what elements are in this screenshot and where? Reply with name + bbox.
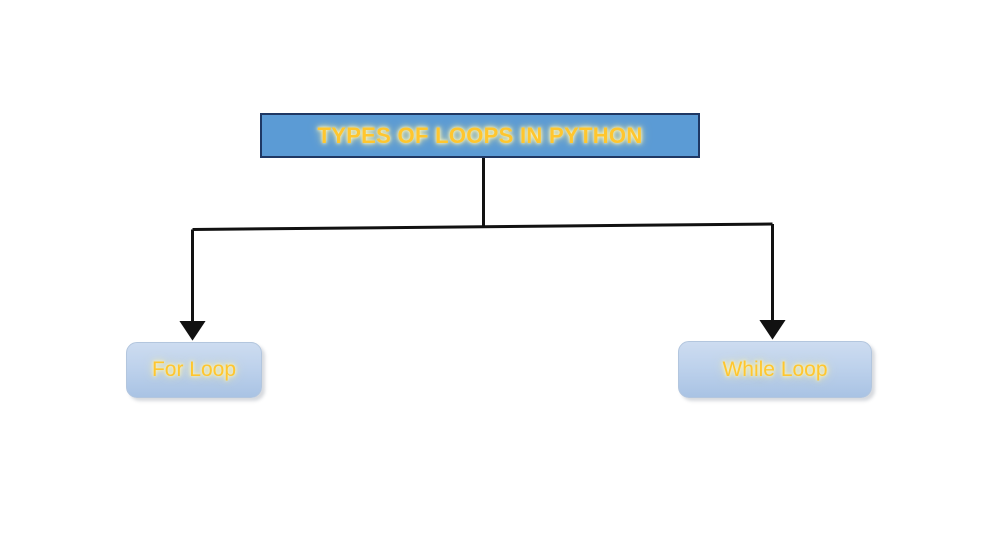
node-root-label: TYPES OF LOOPS IN PYTHON [317, 122, 643, 148]
connector-horizontal-bar [192, 222, 773, 231]
node-for-loop-label: For Loop [151, 358, 237, 381]
node-while-loop: While Loop [678, 341, 872, 398]
node-types-of-loops-in-python: TYPES OF LOOPS IN PYTHON [260, 113, 700, 158]
node-while-loop-label: While Loop [722, 357, 828, 381]
node-for-loop: For Loop [126, 342, 262, 398]
